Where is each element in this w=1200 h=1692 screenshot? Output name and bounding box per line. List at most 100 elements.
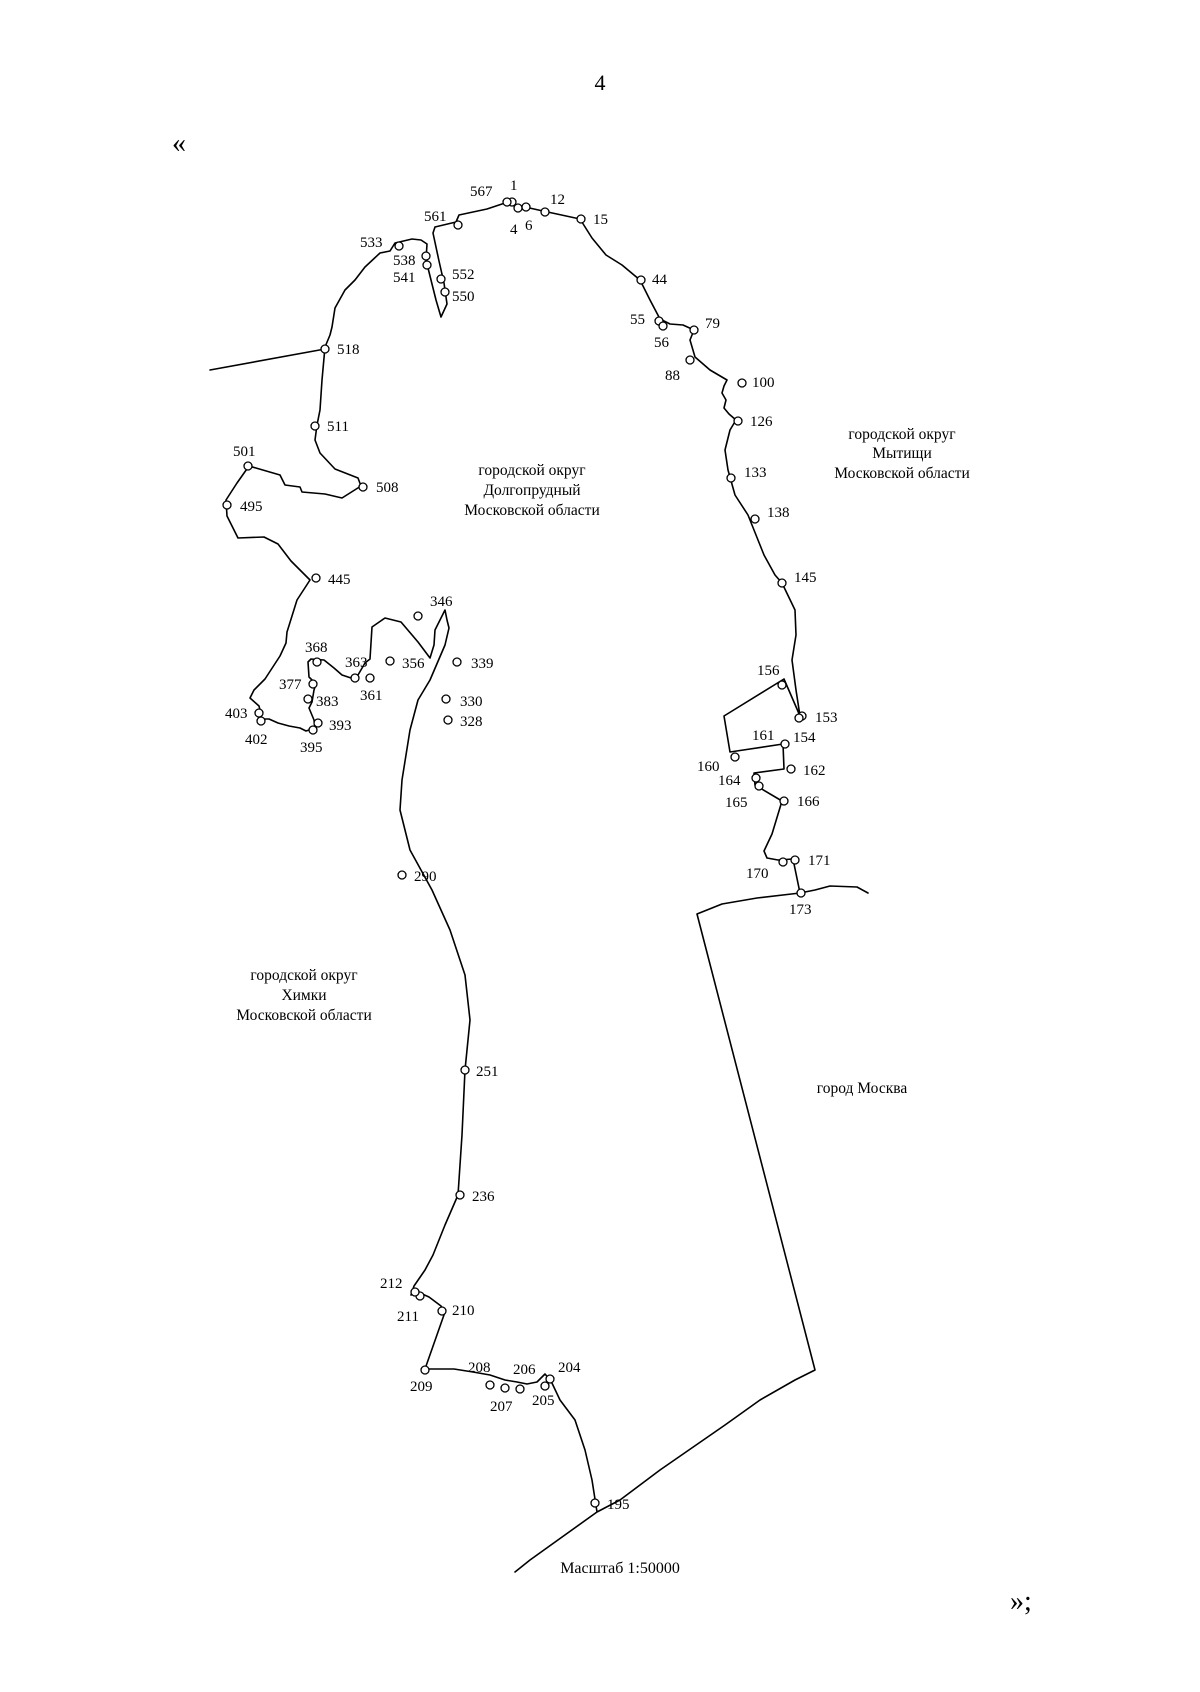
label-88: 88 [665, 368, 680, 384]
label-383: 383 [316, 694, 339, 710]
label-209: 209 [410, 1379, 433, 1395]
label-541: 541 [393, 270, 416, 286]
vertex-164 [751, 773, 761, 783]
vertex-171 [790, 855, 800, 865]
region-mytishchi-line3: Московской области [834, 465, 970, 482]
vertex-290 [397, 870, 407, 880]
label-395: 395 [300, 740, 323, 756]
vertex-170 [778, 857, 788, 867]
vertex-403 [254, 708, 264, 718]
vertex-156 [777, 680, 787, 690]
vertex-393 [313, 718, 323, 728]
vertex-328 [443, 715, 453, 725]
vertex-12 [540, 207, 550, 217]
label-166: 166 [797, 794, 820, 810]
vertex-4 [513, 203, 523, 213]
vertex-138 [750, 514, 760, 524]
label-79: 79 [705, 316, 720, 332]
vertex-330 [441, 694, 451, 704]
label-55: 55 [630, 312, 645, 328]
boundary-line [209, 201, 869, 1573]
label-508: 508 [376, 480, 399, 496]
vertex-204 [545, 1374, 555, 1384]
vertex-208 [485, 1380, 495, 1390]
label-195: 195 [607, 1497, 630, 1513]
label-161: 161 [752, 728, 775, 744]
vertex-395 [308, 725, 318, 735]
vertex-550 [440, 287, 450, 297]
region-dolgoprudny-line1: городской округ [478, 462, 585, 479]
label-210: 210 [452, 1303, 475, 1319]
label-330: 330 [460, 694, 483, 710]
label-153: 153 [815, 710, 838, 726]
label-363: 363 [345, 655, 368, 671]
label-1: 1 [510, 178, 518, 194]
vertex-339 [452, 657, 462, 667]
vertex-6 [521, 202, 531, 212]
label-346: 346 [430, 594, 453, 610]
vertex-100 [737, 378, 747, 388]
label-15: 15 [593, 212, 608, 228]
vertex-561 [453, 220, 463, 230]
label-561: 561 [424, 209, 447, 225]
label-211: 211 [397, 1309, 419, 1325]
vertex-511 [310, 421, 320, 431]
vertex-88 [685, 355, 695, 365]
region-mytishchi-line2: Мытищи [872, 445, 932, 462]
label-377: 377 [279, 677, 302, 693]
vertex-162 [786, 764, 796, 774]
vertex-15 [576, 214, 586, 224]
vertex-212 [410, 1287, 420, 1297]
vertex-161 [780, 739, 790, 749]
label-156: 156 [757, 663, 780, 679]
label-100: 100 [752, 375, 775, 391]
label-206: 206 [513, 1362, 536, 1378]
region-khimki-line2: Химки [281, 987, 326, 1004]
label-538: 538 [393, 253, 416, 269]
label-4: 4 [510, 222, 518, 238]
vertex-205 [540, 1381, 550, 1391]
label-339: 339 [471, 656, 494, 672]
label-533: 533 [360, 235, 383, 251]
vertex-173 [796, 888, 806, 898]
page-number: 4 [594, 70, 606, 95]
vertex-501 [243, 461, 253, 471]
label-368: 368 [305, 640, 328, 656]
label-126: 126 [750, 414, 773, 430]
region-dolgoprudny-line2: Долгопрудный [483, 482, 580, 499]
label-402: 402 [245, 732, 268, 748]
label-361: 361 [360, 688, 383, 704]
vertex-251 [460, 1065, 470, 1075]
vertex-44 [636, 275, 646, 285]
label-495: 495 [240, 499, 263, 515]
opening-quote: « [172, 128, 186, 159]
region-khimki-line1: городской округ [250, 967, 357, 984]
vertex-154 [794, 713, 804, 723]
label-165: 165 [725, 795, 748, 811]
vertex-346 [413, 611, 423, 621]
label-251: 251 [476, 1064, 499, 1080]
vertex-209 [420, 1365, 430, 1375]
label-154: 154 [793, 730, 816, 746]
vertex-133 [726, 473, 736, 483]
vertex-538 [421, 251, 431, 261]
region-mytishchi-line1: городской округ [848, 426, 955, 443]
vertex-361 [365, 673, 375, 683]
vertex-145 [777, 578, 787, 588]
label-6: 6 [525, 218, 533, 234]
label-328: 328 [460, 714, 483, 730]
vertex-368 [312, 657, 322, 667]
vertex-541 [422, 260, 432, 270]
label-290: 290 [414, 869, 437, 885]
label-550: 550 [452, 289, 475, 305]
vertex-552 [436, 274, 446, 284]
vertex-402 [256, 716, 266, 726]
vertex-567 [502, 197, 512, 207]
vertex-195 [590, 1498, 600, 1508]
vertex-56 [658, 321, 668, 331]
region-dolgoprudny-line3: Московской области [464, 502, 600, 519]
label-160: 160 [697, 759, 720, 775]
vertex-383 [303, 694, 313, 704]
label-393: 393 [329, 718, 352, 734]
label-133: 133 [744, 465, 767, 481]
